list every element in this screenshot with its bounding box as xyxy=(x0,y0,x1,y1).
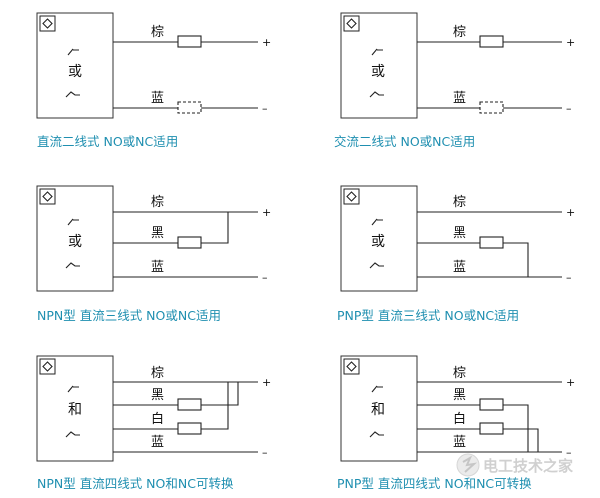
wire-label-white: 白 xyxy=(453,411,466,427)
panel-dc-two-wire: 或 棕 + 蓝 – 直流二线式 NO或NC适用 xyxy=(36,12,271,149)
load-resistor xyxy=(177,35,202,48)
load-resistor-white xyxy=(479,422,504,435)
sensor-icon xyxy=(39,358,56,375)
switch-nc-symbol xyxy=(369,91,384,98)
terminal-minus: – xyxy=(566,271,572,284)
sensor-icon xyxy=(39,188,56,205)
load-resistor-black xyxy=(177,398,202,411)
wire-label-black: 黑 xyxy=(151,388,164,403)
mid-label: 和 xyxy=(68,402,82,418)
switch-no-symbol xyxy=(67,385,79,393)
switch-no-symbol xyxy=(371,385,383,393)
panel-ac-two-wire: 或 棕 + 蓝 – 交流二线式 NO或NC适用 xyxy=(334,12,575,149)
panel-npn-four-wire: 和 棕 + 黑 白 蓝 – NPN型 直流四线式 NO和NC可转换 xyxy=(36,355,271,491)
mid-label: 或 xyxy=(371,64,385,80)
terminal-plus: + xyxy=(262,376,271,389)
switch-nc-symbol xyxy=(369,431,384,438)
wire-label-blue: 蓝 xyxy=(151,91,164,106)
wire-label-brown: 棕 xyxy=(151,195,164,210)
watermark-logo-icon xyxy=(456,453,480,477)
wire-label-black: 黑 xyxy=(453,388,466,403)
switch-no-symbol xyxy=(67,48,79,56)
panel-caption: 交流二线式 NO或NC适用 xyxy=(334,134,475,149)
wire-label-blue: 蓝 xyxy=(453,435,466,450)
panel-caption: PNP型 直流三线式 NO或NC适用 xyxy=(337,308,519,323)
panel-caption: NPN型 直流三线式 NO或NC适用 xyxy=(37,308,221,323)
terminal-minus: – xyxy=(262,446,268,459)
sensor-icon xyxy=(343,15,360,32)
wire-label-black: 黑 xyxy=(151,226,164,241)
wire-white xyxy=(417,428,539,452)
terminal-plus: + xyxy=(262,36,271,49)
panel-npn-three-wire: 或 棕 + 黑 蓝 – NPN型 直流三线式 NO或NC适用 xyxy=(36,185,271,323)
panel-caption: 直流二线式 NO或NC适用 xyxy=(37,134,178,149)
wire-black xyxy=(417,242,529,277)
watermark: 电工技术之家 xyxy=(456,453,573,477)
mid-label: 或 xyxy=(371,234,385,250)
panel-caption: PNP型 直流四线式 NO和NC可转换 xyxy=(337,476,532,491)
switch-nc-symbol xyxy=(65,91,80,98)
wire-label-blue: 蓝 xyxy=(453,91,466,106)
wire-black xyxy=(113,382,239,406)
load-resistor-white xyxy=(177,422,202,435)
load-resistor xyxy=(479,236,504,249)
wire-label-brown: 棕 xyxy=(151,25,164,40)
terminal-minus: – xyxy=(566,102,572,115)
switch-nc-symbol xyxy=(369,262,384,269)
wire-label-black: 黑 xyxy=(453,226,466,241)
wire-label-brown: 棕 xyxy=(453,366,466,381)
wire-label-white: 白 xyxy=(151,411,164,427)
mid-label: 和 xyxy=(371,402,385,418)
sensor-icon xyxy=(343,358,360,375)
load-resistor xyxy=(479,35,504,48)
wire-label-blue: 蓝 xyxy=(151,260,164,275)
panel-pnp-four-wire: 和 棕 + 黑 白 蓝 – PNP型 直流四线式 NO和NC可转换 xyxy=(337,355,575,491)
switch-no-symbol xyxy=(371,48,383,56)
switch-no-symbol xyxy=(67,218,79,226)
terminal-minus: – xyxy=(262,102,268,115)
switch-no-symbol xyxy=(371,218,383,226)
wire-label-brown: 棕 xyxy=(453,195,466,210)
terminal-minus: – xyxy=(566,446,572,459)
mid-label: 或 xyxy=(68,234,82,250)
load-resistor-black xyxy=(479,398,504,411)
load-resistor-dashed xyxy=(479,101,504,114)
switch-nc-symbol xyxy=(65,262,80,269)
sensor-icon xyxy=(39,15,56,32)
sensor-icon xyxy=(343,188,360,205)
switch-nc-symbol xyxy=(65,431,80,438)
wire-label-blue: 蓝 xyxy=(453,260,466,275)
wire-white xyxy=(113,382,229,430)
terminal-minus: – xyxy=(262,271,268,284)
mid-label: 或 xyxy=(68,64,82,80)
panel-caption: NPN型 直流四线式 NO和NC可转换 xyxy=(37,476,234,491)
load-resistor-dashed xyxy=(177,101,202,114)
wire-black xyxy=(417,404,529,452)
wire-label-brown: 棕 xyxy=(453,25,466,40)
terminal-plus: + xyxy=(566,36,575,49)
terminal-plus: + xyxy=(262,206,271,219)
load-resistor xyxy=(177,236,202,249)
watermark-text: 电工技术之家 xyxy=(483,457,573,475)
wire-label-blue: 蓝 xyxy=(151,435,164,450)
wire-label-brown: 棕 xyxy=(151,366,164,381)
terminal-plus: + xyxy=(566,206,575,219)
wire-black xyxy=(113,212,229,244)
panel-pnp-three-wire: 或 棕 + 黑 蓝 – PNP型 直流三线式 NO或NC适用 xyxy=(337,185,575,323)
terminal-plus: + xyxy=(566,376,575,389)
